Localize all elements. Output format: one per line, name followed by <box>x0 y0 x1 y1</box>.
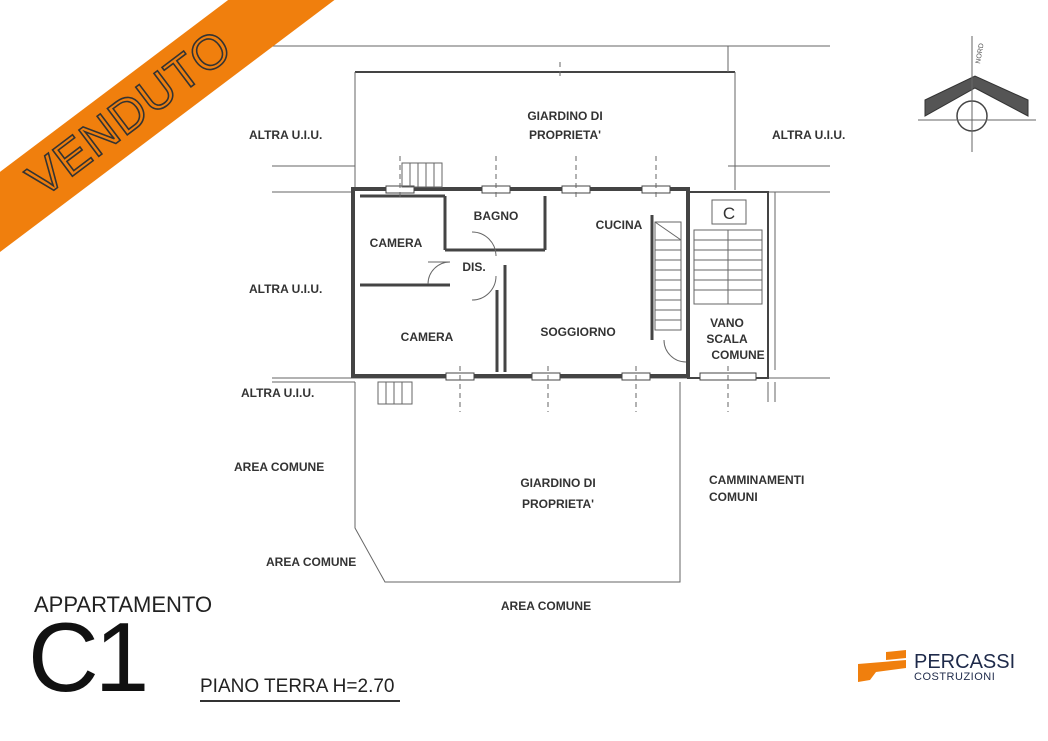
room-camera-1: CAMERA <box>370 236 423 250</box>
logo-line1: PERCASSI <box>914 650 1016 673</box>
building-walls <box>351 187 769 379</box>
company-logo: PERCASSI COSTRUZIONI <box>856 648 1015 686</box>
garden-top-label-line2: PROPRIETA' <box>529 128 601 142</box>
compass-label: NORD <box>975 43 985 65</box>
logo-text: PERCASSI COSTRUZIONI <box>914 652 1015 683</box>
room-cucina: CUCINA <box>596 218 643 232</box>
garden-bottom-label-line1: GIARDINO DI <box>520 476 595 490</box>
percassi-logo-icon <box>856 648 908 686</box>
room-dis: DIS. <box>462 260 485 274</box>
internal-stair <box>654 221 682 331</box>
logo-line2: COSTRUZIONI <box>914 670 996 683</box>
vano-scala-line3: COMUNE <box>711 348 764 362</box>
stair-code: C <box>723 204 735 223</box>
room-camera-2: CAMERA <box>401 330 454 344</box>
room-bagno: BAGNO <box>474 209 519 223</box>
area-comune-3: AREA COMUNE <box>501 599 591 613</box>
garden-bottom-label-line2: PROPRIETA' <box>522 497 594 511</box>
apartment-code: C1 <box>28 602 149 712</box>
vano-scala-line2: SCALA <box>706 332 748 346</box>
apartment-title: APPARTAMENTO <box>34 592 213 617</box>
windows <box>385 62 757 412</box>
vano-scala-line1: VANO <box>710 316 744 330</box>
plan-labels: GIARDINO DI PROPRIETA' ALTRA U.I.U. ALTR… <box>234 109 845 613</box>
altra-uiu-mid-left: ALTRA U.I.U. <box>249 282 322 296</box>
floor-label: PIANO TERRA H=2.70 <box>200 676 401 702</box>
altra-uiu-top-left: ALTRA U.I.U. <box>249 128 322 142</box>
north-compass-icon: NORD <box>918 36 1036 152</box>
common-stair <box>693 199 763 305</box>
camminamenti-line1: CAMMINAMENTI <box>709 473 804 487</box>
area-comune-1: AREA COMUNE <box>234 460 324 474</box>
garden-top-label-line1: GIARDINO DI <box>527 109 602 123</box>
altra-uiu-bottom-left: ALTRA U.I.U. <box>241 386 314 400</box>
room-soggiorno: SOGGIORNO <box>540 325 615 339</box>
altra-uiu-top-right: ALTRA U.I.U. <box>772 128 845 142</box>
area-comune-2: AREA COMUNE <box>266 555 356 569</box>
camminamenti-line2: COMUNI <box>709 490 758 504</box>
external-steps <box>377 162 443 405</box>
